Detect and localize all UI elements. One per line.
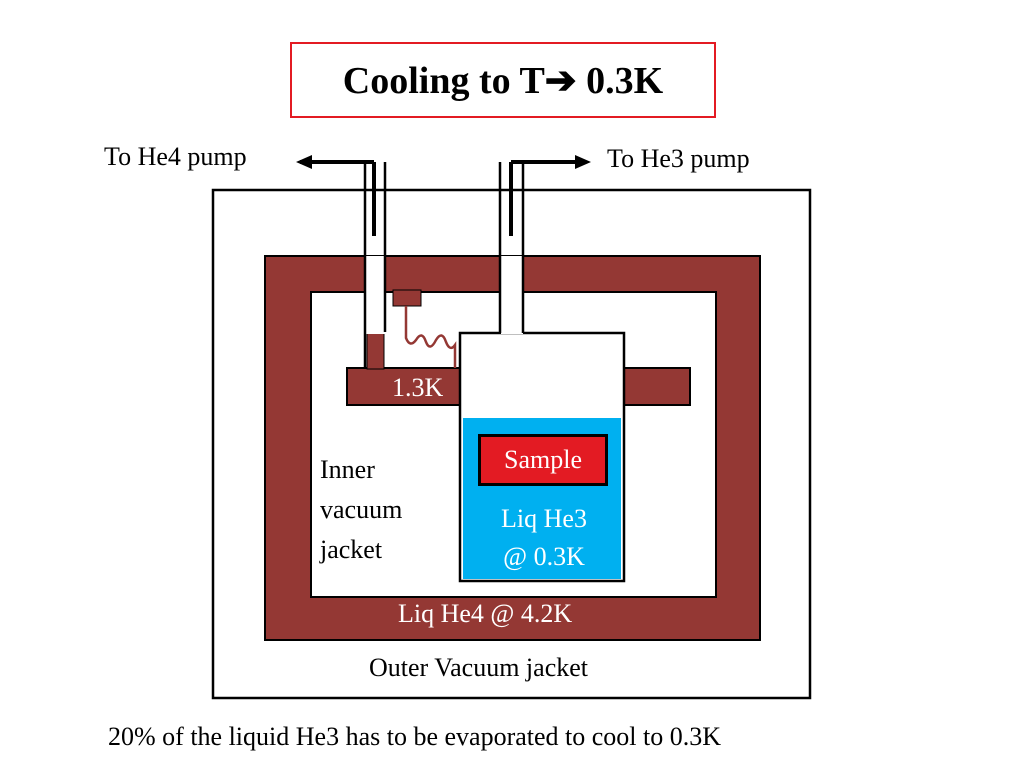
- sample-box: Sample: [478, 434, 608, 486]
- liquid-he3-line-1: Liq He3: [501, 504, 587, 533]
- page-title: Cooling to T➔ 0.3K: [343, 58, 663, 103]
- heat-switch-coil: [404, 306, 457, 368]
- inner-vacuum-label: Inner vacuum jacket: [320, 450, 402, 570]
- liquid-he4-label: Liq He4 @ 4.2K: [398, 599, 573, 628]
- caption: 20% of the liquid He3 has to be evaporat…: [108, 722, 722, 751]
- heat-switch-block: [392, 289, 422, 307]
- title-suffix: 0.3K: [576, 59, 664, 102]
- he3-pump-arrowhead: [575, 155, 591, 169]
- he4-pot-liquid: [366, 331, 385, 370]
- liquid-he3-label: Liq He3 @ 0.3K: [466, 500, 622, 576]
- title-box: Cooling to T➔ 0.3K: [290, 42, 716, 118]
- liquid-he3-line-2: @ 0.3K: [503, 542, 585, 571]
- title-prefix: Cooling to T: [342, 59, 545, 102]
- sample-label: Sample: [504, 445, 582, 474]
- title-arrow-icon: ➔: [544, 59, 577, 102]
- he3-pump-label: To He3 pump: [607, 144, 750, 173]
- inner-vacuum-line-3: jacket: [320, 535, 383, 564]
- inner-vacuum-line-2: vacuum: [320, 495, 403, 524]
- outer-vacuum-label: Outer Vacuum jacket: [369, 653, 588, 682]
- inner-vacuum-line-1: Inner: [320, 455, 375, 484]
- he4-pump-arrowhead: [296, 155, 312, 169]
- pot-temperature-label: 1.3K: [392, 373, 444, 402]
- he4-pump-label: To He4 pump: [104, 142, 247, 171]
